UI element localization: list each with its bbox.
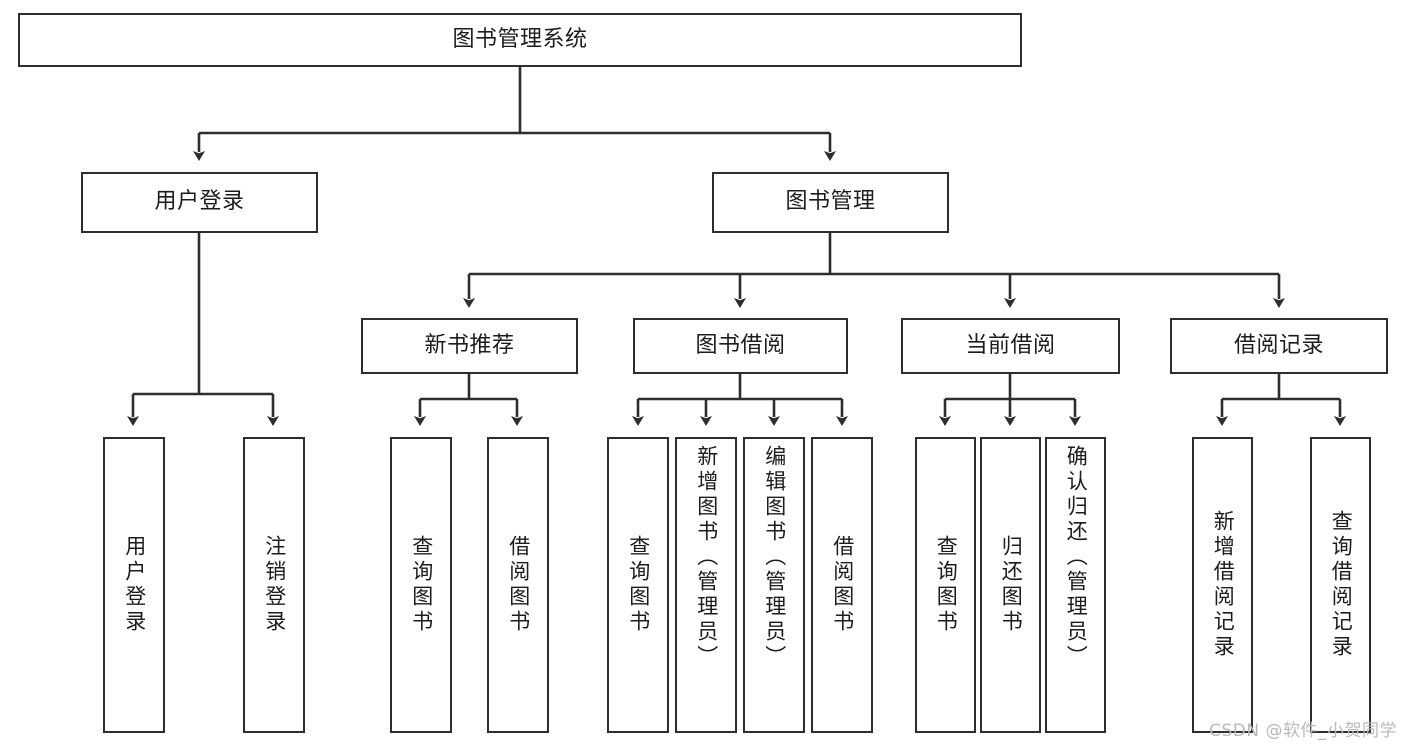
node-borrow-record[interactable]: 借阅记录 xyxy=(1170,318,1388,374)
node-label: 新增借阅记录 xyxy=(1211,510,1236,660)
node-book-management[interactable]: 图书管理 xyxy=(712,172,949,233)
leaf-borrow-record-query-record[interactable]: 查询借阅记录 xyxy=(1310,437,1371,733)
leaf-book-borrow-lend-book[interactable]: 借阅图书 xyxy=(811,437,873,733)
leaf-book-borrow-query-book[interactable]: 查询图书 xyxy=(607,437,669,733)
leaf-current-borrow-query-book[interactable]: 查询图书 xyxy=(915,437,976,733)
node-label: 新增图书（管理员） xyxy=(694,445,719,670)
node-label: 图书管理 xyxy=(785,189,876,215)
leaf-new-book-query-book[interactable]: 查询图书 xyxy=(390,437,452,733)
node-label: 确认归还（管理员） xyxy=(1064,445,1089,670)
node-label: 当前借阅 xyxy=(965,332,1056,358)
leaf-user-login-logout[interactable]: 注销登录 xyxy=(243,437,305,733)
node-label: 借阅记录 xyxy=(1233,332,1324,358)
node-label: 注销登录 xyxy=(262,535,287,635)
node-label: 查询图书 xyxy=(409,535,434,635)
leaf-borrow-record-add-record[interactable]: 新增借阅记录 xyxy=(1192,437,1253,733)
node-label: 图书借阅 xyxy=(695,332,786,358)
node-book-borrow[interactable]: 图书借阅 xyxy=(633,318,848,374)
node-label: 查询图书 xyxy=(934,535,959,635)
node-label: 借阅图书 xyxy=(506,535,531,635)
leaf-user-login-login[interactable]: 用户登录 xyxy=(103,437,165,733)
watermark-text: CSDN @软件_小贺同学 xyxy=(1209,721,1397,741)
leaf-current-borrow-return-book[interactable]: 归还图书 xyxy=(980,437,1041,733)
node-label: 借阅图书 xyxy=(830,535,855,635)
node-user-login[interactable]: 用户登录 xyxy=(81,172,318,233)
node-new-book-recommend[interactable]: 新书推荐 xyxy=(361,318,578,374)
node-label: 归还图书 xyxy=(999,535,1024,635)
leaf-book-borrow-edit-book[interactable]: 编辑图书（管理员） xyxy=(743,437,805,733)
node-book-management-system[interactable]: 图书管理系统 xyxy=(18,13,1022,67)
node-label: 查询借阅记录 xyxy=(1329,510,1354,660)
leaf-new-book-borrow-book[interactable]: 借阅图书 xyxy=(487,437,549,733)
node-label: 查询图书 xyxy=(626,535,651,635)
node-label: 用户登录 xyxy=(154,189,245,215)
node-current-borrow[interactable]: 当前借阅 xyxy=(901,318,1120,374)
node-label: 图书管理系统 xyxy=(452,26,588,52)
node-label: 用户登录 xyxy=(122,535,147,635)
leaf-current-borrow-confirm-return[interactable]: 确认归还（管理员） xyxy=(1045,437,1106,733)
node-label: 编辑图书（管理员） xyxy=(762,445,787,670)
leaf-book-borrow-add-book[interactable]: 新增图书（管理员） xyxy=(675,437,737,733)
node-label: 新书推荐 xyxy=(424,332,515,358)
